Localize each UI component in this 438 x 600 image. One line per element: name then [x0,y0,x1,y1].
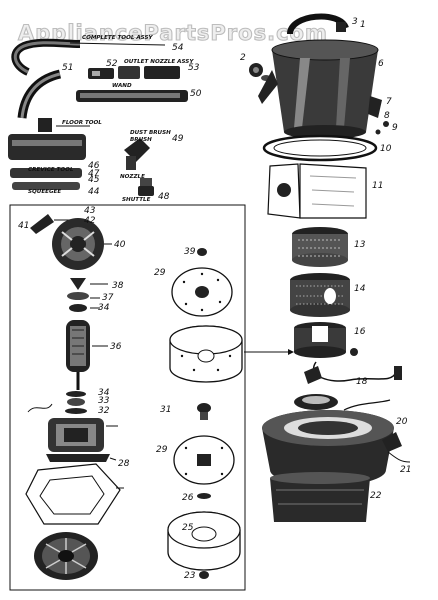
callout-20: 20 [396,417,408,427]
callout-1: 1 [360,20,366,30]
callout-46: 46 [88,161,100,171]
fan-plate-part-25 [167,511,241,571]
callout-28: 28 [118,459,130,469]
filter-cage-part-13 [292,227,348,267]
callout-47: 47 [88,169,100,179]
callout-45: 45 [88,175,100,185]
motor-cover-part-40 [52,218,104,270]
bearing-stack-38-37-34 [67,278,108,312]
armature-part-36 [66,320,108,390]
tools-assy-caption: OUTLET NOZZLE ASSY [124,59,194,65]
callout-48: 48 [158,192,170,202]
callout-37: 37 [102,293,114,303]
nut-part-23 [199,571,209,579]
wand-caption: WAND [112,83,132,89]
callout-41: 41 [18,221,29,231]
callout-6: 6 [378,59,384,69]
callout-21: 21 [400,465,411,475]
floor-tool-caption: FLOOR TOOL [62,120,102,126]
callout-23: 23 [184,571,196,581]
motor-assembly-frame [9,204,246,591]
squeegee-caption: SQUEEGEE [28,189,61,195]
floor-tool-part-45-46 [8,118,90,190]
gasket-ring-part-10 [262,134,378,162]
washer-part-26 [197,493,211,499]
bottom-cover-part-22 [270,472,370,522]
callout-9: 9 [392,123,398,133]
callout-29-bottom: 29 [156,445,168,455]
impeller-part-29-bottom [173,435,235,485]
callout-53: 53 [188,63,200,73]
callout-36: 36 [110,342,122,352]
callout-7: 7 [386,97,392,107]
nut-part-39 [197,248,207,256]
callout-54: 54 [172,43,184,53]
callout-33: 33 [98,396,110,406]
filter-bag-part-11 [267,163,367,219]
callout-42: 42 [84,216,96,226]
fan-part-24 [34,532,98,580]
dust-brush-caption: DUST BRUSH [130,130,171,136]
field-assembly-part-30 [48,418,118,452]
latch-part-7-8-9 [368,96,389,135]
filter-screen-part-14 [290,273,350,317]
callout-40: 40 [114,240,126,250]
callout-49: 49 [172,134,184,144]
brush-caption: BRUSH [130,137,152,143]
callout-2: 2 [240,53,246,63]
cord-reel-part-19 [294,394,391,411]
callout-29-top: 29 [154,268,166,278]
callout-38: 38 [112,281,124,291]
end-bracket-part-27 [25,463,124,525]
nozzle-caption: NOZZLE [120,174,145,180]
callout-31: 31 [160,405,171,415]
base-part-20 [262,410,394,486]
curved-wand-part-51 [17,69,62,119]
callout-10: 10 [380,144,392,154]
gasket-part-28 [46,454,117,462]
switch-part-21 [382,432,411,463]
callout-11: 11 [372,181,383,191]
bearing-stack-34-33-32 [27,391,87,414]
callout-8: 8 [384,111,390,121]
callout-50: 50 [190,89,202,99]
dust-brush-part-49 [124,138,150,170]
power-cord-part-18 [304,361,402,384]
callout-32: 32 [98,406,110,416]
wand-part-50 [76,90,188,102]
callout-52: 52 [106,59,118,69]
callout-16: 16 [354,327,366,337]
callout-39: 39 [184,247,196,257]
callout-34-lower: 34 [98,388,110,398]
motor-housing-part-16 [294,322,358,358]
callout-13: 13 [354,240,366,250]
impeller-part-29-top [171,267,233,317]
callout-26: 26 [182,493,194,503]
nozzle-couplings-part-52 [88,66,180,79]
callout-14: 14 [354,284,366,294]
callout-51: 51 [62,63,73,73]
callout-44: 44 [88,187,100,197]
callout-22: 22 [370,491,382,501]
arrow-head-icon [288,349,294,355]
fan-shroud-part-30 [169,325,243,383]
crevice-tool-caption: CREVICE TOOL [28,167,74,173]
spacer-part-31 [197,403,211,420]
part-number-labels: 1 2 3 6 7 8 9 10 11 13 14 16 18 20 21 22… [18,17,411,581]
hose-part-54 [11,38,166,76]
callout-25: 25 [182,523,194,533]
shuttle-caption: SHUTTLE [122,197,151,203]
callout-34-upper: 34 [98,303,110,313]
callout-43: 43 [84,206,96,216]
callout-3: 3 [352,17,358,27]
handle-part-3 [287,13,349,35]
callout-18: 18 [356,377,368,387]
shuttle-part-48 [138,178,154,196]
canister-tank-part-6 [258,39,379,139]
hose-set-caption: COMPLETE TOOL ASSY [82,35,154,41]
